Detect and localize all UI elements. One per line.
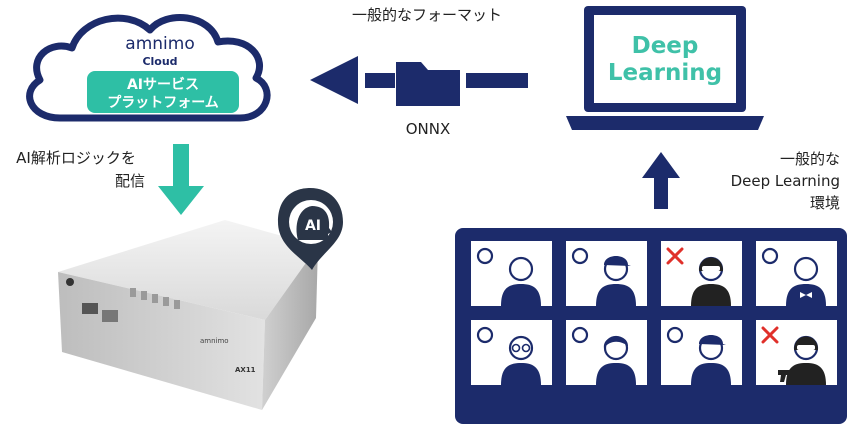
worker-cap-icon bbox=[596, 256, 636, 306]
device-power-icon bbox=[66, 278, 74, 286]
reject-cross-icon bbox=[761, 326, 779, 344]
laptop-icon: Deep Learning bbox=[566, 6, 764, 130]
ai-platform-line1: AIサービス bbox=[127, 77, 199, 93]
person-card bbox=[756, 241, 837, 306]
deploy-arrow bbox=[158, 144, 204, 215]
deploy-label-line1: AI解析ロジックを bbox=[16, 149, 136, 167]
ok-circle-icon bbox=[571, 247, 589, 265]
ok-circle-icon bbox=[761, 247, 779, 265]
device-brand-text: amnimo bbox=[200, 337, 229, 345]
ok-circle-icon bbox=[571, 326, 589, 344]
masked-robber-icon bbox=[691, 256, 731, 306]
person-card bbox=[471, 241, 552, 306]
ok-circle-icon bbox=[666, 326, 684, 344]
device-model-text: AX11 bbox=[235, 366, 256, 374]
person-card bbox=[471, 320, 552, 385]
cloud-product-text: Cloud bbox=[142, 55, 177, 68]
person-card-grid bbox=[471, 241, 837, 385]
ai-platform-badge bbox=[87, 71, 239, 113]
left-arrow bbox=[310, 56, 528, 104]
ai-head-pin-icon: AI bbox=[278, 188, 343, 270]
laptop-screen-line2: Learning bbox=[608, 60, 722, 86]
folder-icon bbox=[396, 62, 460, 106]
armed-robber-icon bbox=[778, 335, 826, 385]
amnimo-cloud: amnimo Cloud AIサービス プラットフォーム bbox=[26, 14, 271, 122]
edge-device-ax11: amnimo AX11 AI bbox=[58, 188, 343, 410]
person-glasses-tie-icon bbox=[501, 335, 541, 385]
person-card bbox=[756, 320, 837, 385]
person-card bbox=[566, 320, 647, 385]
ai-head-badge-text: AI bbox=[305, 218, 321, 234]
env-label-line1: 一般的な bbox=[780, 150, 840, 168]
format-caption: 一般的なフォーマット bbox=[352, 6, 502, 24]
person-card bbox=[661, 241, 742, 306]
ok-circle-icon bbox=[476, 326, 494, 344]
device-port bbox=[82, 303, 98, 314]
device-port-2 bbox=[102, 310, 118, 322]
cloud-brand-text: amnimo bbox=[125, 34, 194, 54]
deploy-label-line2: 配信 bbox=[115, 172, 145, 190]
reject-cross-icon bbox=[666, 247, 684, 265]
env-label-line2: Deep Learning bbox=[731, 172, 840, 190]
camera-panel bbox=[455, 228, 847, 424]
laptop-screen-line1: Deep bbox=[632, 33, 699, 59]
person-card bbox=[661, 320, 742, 385]
worker-cap-icon bbox=[691, 335, 731, 385]
onnx-label: ONNX bbox=[406, 120, 451, 138]
person-headset-icon bbox=[501, 256, 541, 306]
ok-circle-icon bbox=[476, 247, 494, 265]
up-arrow bbox=[642, 152, 680, 209]
woman-ponytail-icon bbox=[596, 335, 636, 385]
person-card bbox=[566, 241, 647, 306]
butler-bowtie-icon bbox=[786, 256, 826, 306]
device-led-row bbox=[130, 288, 180, 309]
env-label-line3: 環境 bbox=[810, 194, 840, 212]
ai-platform-line2: プラットフォーム bbox=[107, 95, 219, 111]
